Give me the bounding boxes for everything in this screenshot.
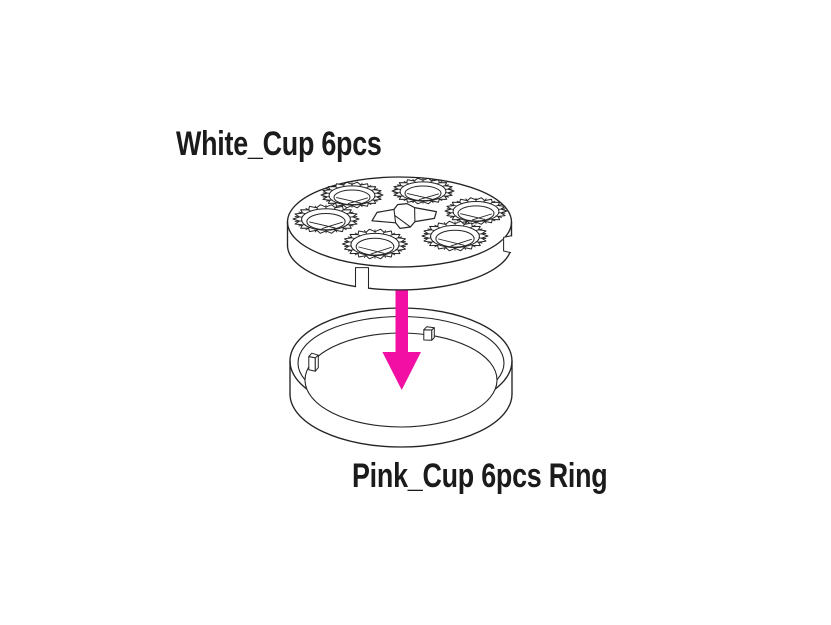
bottom-part-label: Pink_Cup 6pcs Ring <box>352 457 608 495</box>
top-part-label: White_Cup 6pcs <box>176 125 382 163</box>
white-cup-tray-drawing <box>286 176 514 291</box>
down-arrow-icon <box>382 290 421 390</box>
